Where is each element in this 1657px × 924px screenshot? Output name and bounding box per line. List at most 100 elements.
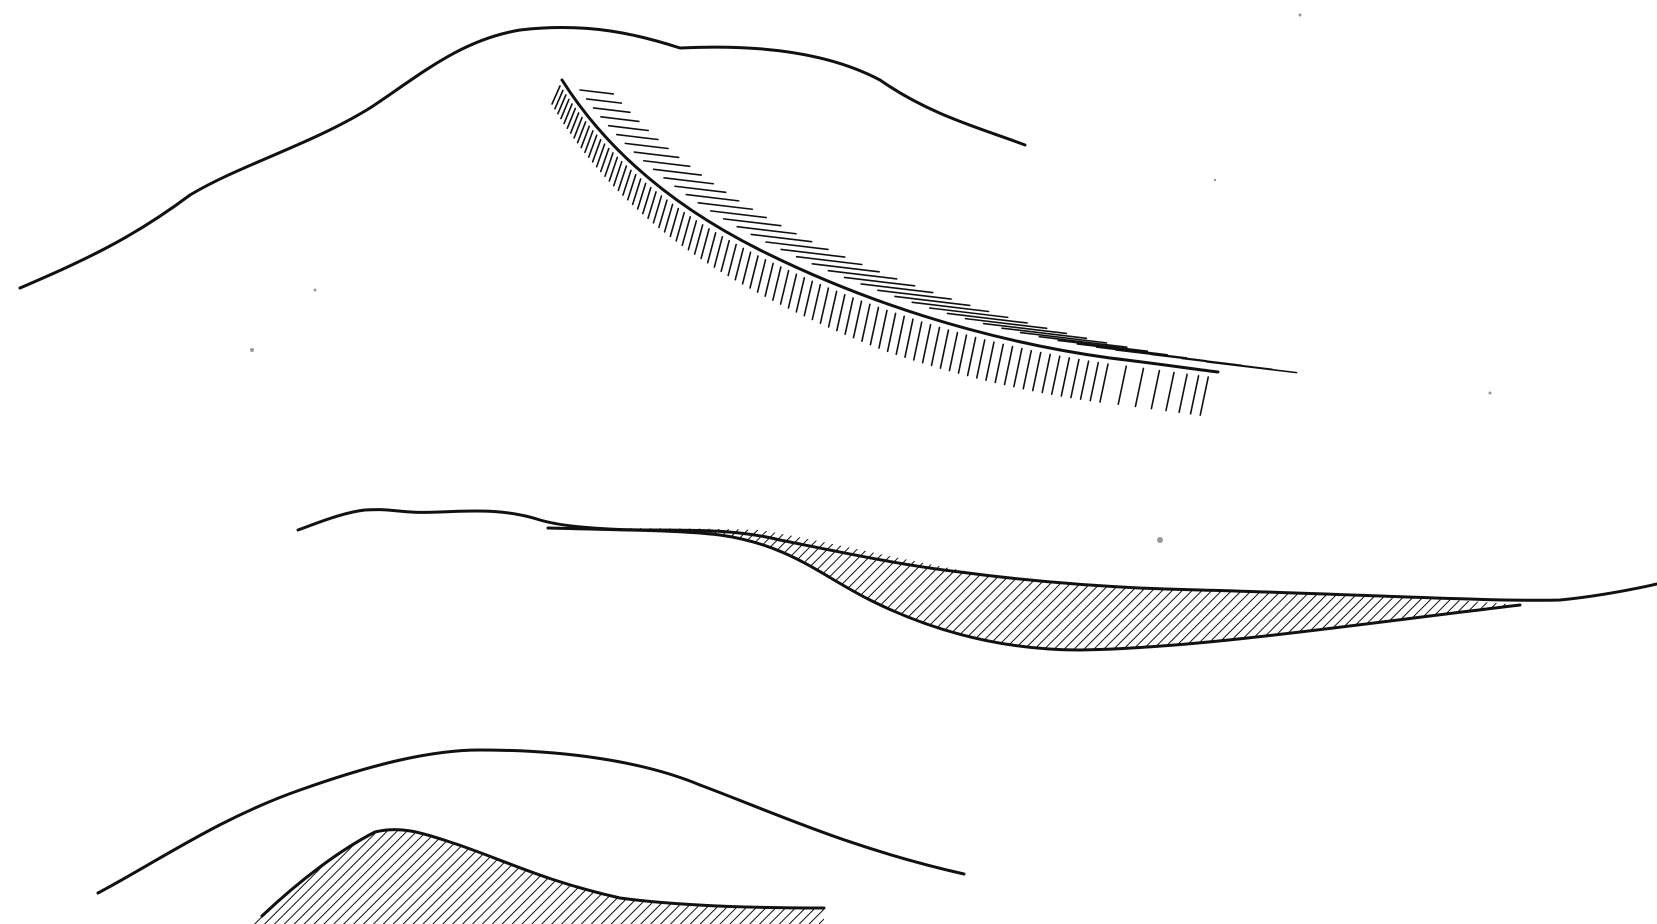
fault-hatch-tick (812, 285, 820, 320)
fault-hatch-tick (1014, 349, 1022, 387)
fault-hatch-tick (773, 267, 781, 300)
figure-1-fault-line (562, 80, 1218, 372)
fault-hatch-tick (862, 304, 870, 341)
figure-1-hill-profile (20, 28, 1025, 288)
figure-2-ridge-with-layer (298, 510, 1657, 660)
fault-hatch-tick (743, 252, 751, 284)
fault-hatch-tick (728, 245, 736, 276)
fault-hatch-tick (648, 192, 656, 218)
fault-hatch-tick (686, 195, 738, 201)
fault-hatch-tick (870, 307, 878, 344)
fault-hatch-tick (845, 277, 915, 285)
fault-hatch-tick (923, 325, 931, 363)
fault-hatch-tick (986, 342, 994, 380)
fault-hatch-tick (580, 90, 613, 94)
fault-hatch-tick (758, 260, 766, 292)
fault-hatch-tick (1052, 356, 1060, 394)
fault-hatch-tick (676, 213, 684, 241)
fault-hatch-tick (1081, 361, 1089, 399)
fault-hatch-tick (654, 169, 702, 175)
fault-hatch-tick (949, 333, 957, 371)
fault-hatch-tick (721, 241, 729, 272)
fault-hatch-tick (766, 242, 828, 249)
fault-hatch-tick (664, 178, 713, 184)
fault-hatch-tick (995, 344, 1003, 382)
fault-hatch-tick (888, 313, 896, 351)
figure-1-hill-with-fault (20, 28, 1297, 416)
fault-hatch-tick (905, 319, 913, 357)
fault-hatch-tick (940, 330, 948, 368)
fault-hatch-tick (625, 143, 668, 148)
fault-hatch-tick (698, 203, 752, 209)
fault-hatch-tick (1042, 354, 1050, 392)
fault-hatch-tick (879, 310, 887, 348)
fault-hatch-tick (701, 229, 709, 259)
fault-hatch-tick (914, 322, 922, 360)
fault-hatch-tick (653, 196, 661, 223)
fault-hatch-tick (711, 211, 767, 218)
fault-hatch-tick (896, 316, 904, 354)
fault-hatch-tick (682, 217, 690, 246)
fault-hatch-tick (1179, 374, 1187, 412)
fault-hatch-tick (781, 249, 845, 257)
fault-hatch-tick (1151, 371, 1159, 409)
fault-hatch-tick (820, 288, 828, 323)
fault-hatch-tick (837, 295, 845, 331)
fault-hatch-tick (845, 298, 853, 334)
fault-hatch-tick (1191, 376, 1199, 414)
fault-hatch-tick (665, 204, 673, 231)
scan-specks (250, 14, 1492, 544)
fault-hatch-tick (1005, 347, 1013, 385)
fault-hatch-tick (695, 225, 703, 254)
fault-hatch-tick (797, 257, 862, 265)
fault-hatch-tick (977, 340, 985, 378)
fault-hatch-tick (788, 274, 796, 308)
fault-hatch-tick (688, 221, 696, 250)
fault-hatch-tick (931, 327, 939, 365)
fault-hatch-tick (812, 264, 879, 272)
fault-hatch-tick (670, 209, 678, 237)
fault-hatch-tick (1090, 363, 1098, 401)
fault-hatch-tick (765, 263, 773, 296)
fault-hatch-tick (587, 99, 622, 103)
fault-hatch-tick (1135, 368, 1143, 406)
fault-hatch-tick (1071, 360, 1079, 398)
fault-hatch-tick (617, 135, 658, 140)
fault-hatch-tick (1100, 364, 1108, 402)
fault-hatch-tick (708, 233, 716, 263)
fault-hatch-tick (1166, 373, 1174, 411)
fault-hatch-tick (1033, 353, 1041, 391)
fault-hatch-tick (1207, 362, 1297, 373)
fault-hatch-tick (659, 200, 667, 227)
fault-hatch-tick (804, 281, 812, 315)
fault-hatch-tick (781, 271, 789, 304)
fault-hatch-tick (878, 290, 951, 299)
fault-hatch-tick (1061, 358, 1069, 396)
fault-hatch-tick (644, 161, 690, 167)
fault-hatch-tick (1200, 377, 1208, 415)
fault-hatch-tick (1118, 366, 1126, 404)
figure-2-hatched-layer (540, 520, 1540, 660)
fault-hatch-tick (737, 227, 796, 234)
fault-hatch-tick (828, 271, 896, 279)
fault-hatch-tick (1023, 351, 1031, 389)
fault-hatch-tick (1077, 344, 1167, 355)
fault-hatch-tick (958, 335, 966, 373)
figure-3-hatched-core (250, 829, 824, 924)
fault-hatch-tick (594, 108, 630, 112)
fault-hatch-tick (751, 234, 811, 241)
fault-hatch-tick (609, 126, 649, 131)
fault-hatch-tick (853, 301, 861, 338)
fault-hatch-tick (601, 117, 639, 122)
figure-1-lower-hatching (552, 86, 1208, 415)
fault-hatch-tick (750, 256, 758, 288)
fault-hatch-tick (643, 188, 651, 214)
fault-hatch-tick (724, 219, 781, 226)
fault-hatch-tick (675, 186, 726, 192)
figure-3-hill-with-core (98, 750, 964, 924)
fault-hatch-tick (714, 237, 722, 267)
fault-hatch-tick (829, 291, 837, 327)
fault-hatch-tick (861, 284, 933, 293)
